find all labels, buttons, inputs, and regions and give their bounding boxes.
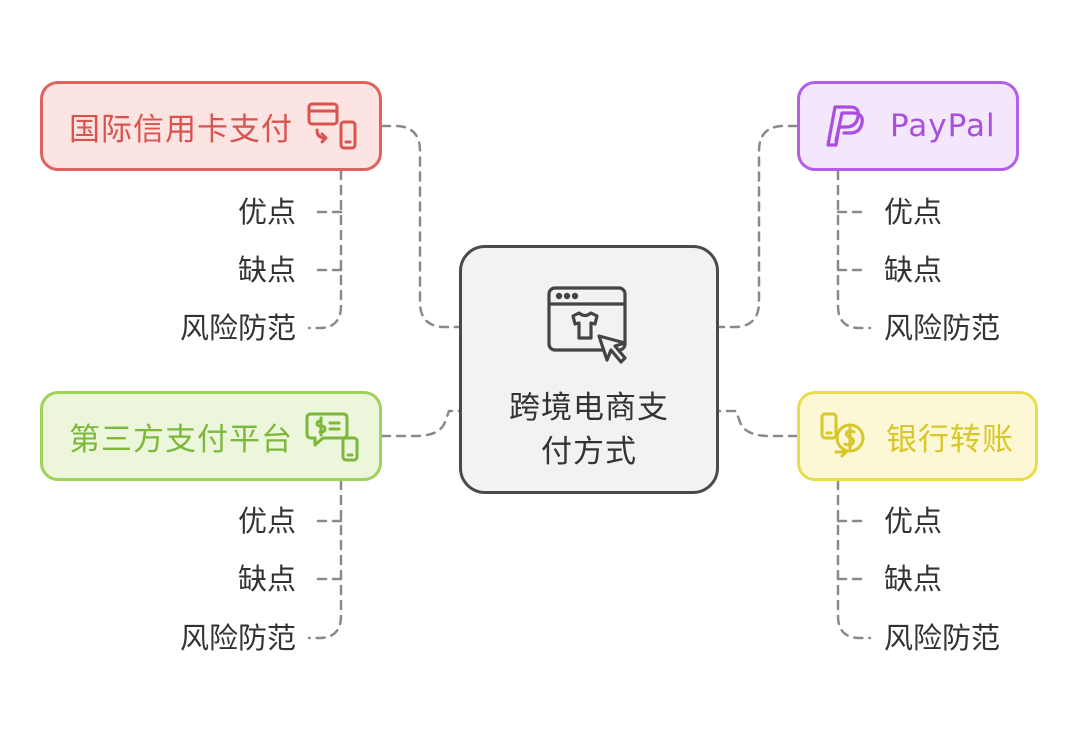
link-third-party xyxy=(380,409,461,438)
credit-card-item-risk: 风险防范 xyxy=(179,311,296,345)
paypal-item-risk: 风险防范 xyxy=(884,311,1001,345)
tree-bank-transfer xyxy=(836,479,872,640)
link-bank-transfer xyxy=(717,409,799,438)
link-paypal xyxy=(717,124,799,329)
tree-credit-card xyxy=(307,169,343,330)
branch-label: 第三方支付平台 xyxy=(69,421,293,458)
web-shop-cursor-icon xyxy=(547,286,627,364)
credit-card-item-pros: 优点 xyxy=(237,195,296,229)
credit-card-item-cons: 缺点 xyxy=(237,253,296,287)
branch-bank-transfer: 银行转账 xyxy=(797,391,1038,481)
third-party-item-cons: 缺点 xyxy=(237,562,296,596)
paypal-item-pros: 优点 xyxy=(884,195,943,229)
bank-transfer-item-risk: 风险防范 xyxy=(884,621,1001,655)
third-party-item-risk: 风险防范 xyxy=(179,621,296,655)
link-credit-card xyxy=(380,124,461,329)
branch-label: PayPal xyxy=(890,108,996,144)
paypal-item-cons: 缺点 xyxy=(884,253,943,287)
card-payment-icon xyxy=(307,102,357,150)
tree-paypal xyxy=(836,169,872,330)
paypal-icon xyxy=(826,105,864,147)
branch-paypal: PayPal xyxy=(797,81,1019,171)
bank-transfer-item-cons: 缺点 xyxy=(884,562,943,596)
third-party-item-pros: 优点 xyxy=(237,504,296,538)
branch-label: 国际信用卡支付 xyxy=(69,111,293,148)
central-topic-title: 跨境电商支付方式 xyxy=(509,390,669,470)
tree-third-party xyxy=(307,479,343,640)
branch-label: 银行转账 xyxy=(886,421,1014,458)
central-topic: 跨境电商支付方式 xyxy=(459,245,719,494)
branch-credit-card: 国际信用卡支付 xyxy=(40,81,382,171)
bank-transfer-item-pros: 优点 xyxy=(884,504,943,538)
mobile-payment-icon xyxy=(305,412,359,462)
coin-transfer-icon xyxy=(820,412,865,458)
branch-third-party: 第三方支付平台 xyxy=(40,391,382,481)
